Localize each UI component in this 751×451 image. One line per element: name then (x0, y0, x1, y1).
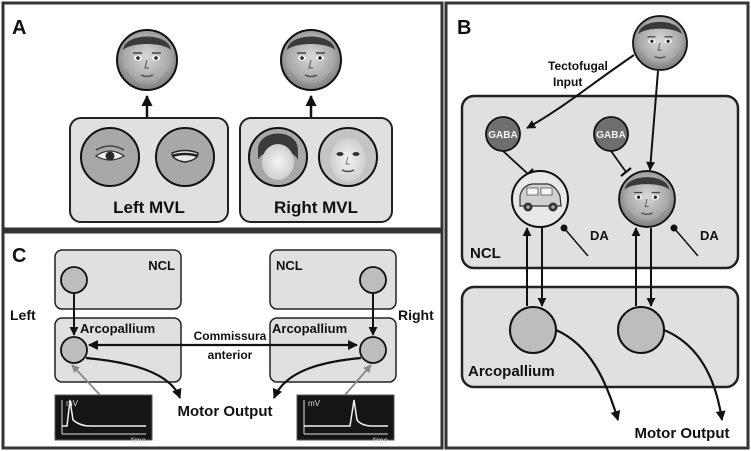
commissura-label-2: anterior (208, 348, 253, 362)
ncl-neuron-right (359, 266, 387, 294)
mouth-icon (155, 127, 215, 187)
panel-a-letter: A (12, 17, 26, 39)
left-hemisphere-label: Left (10, 307, 36, 323)
left-mvl-label: Left MVL (113, 198, 185, 217)
arcopallium-neuron-right (617, 306, 665, 354)
motor-arrow-right-b (663, 328, 726, 421)
da-dot-left (560, 224, 568, 232)
gaba-left-label: GABA (488, 130, 517, 141)
ncl-neuron-left (60, 266, 88, 294)
input-arrow-to-gaba (526, 54, 635, 129)
da-left-label: DA (590, 228, 609, 243)
ncl-left-label: NCL (148, 258, 175, 273)
gaba-right-label: GABA (596, 130, 625, 141)
child-face-icon (632, 15, 688, 71)
arcopallium-neuron-right (359, 336, 387, 364)
right-hemisphere-label: Right (398, 307, 434, 323)
right-mvl-label: Right MVL (274, 198, 358, 217)
car-icon (511, 170, 569, 228)
trace-left-mv: mV (66, 399, 79, 408)
ncl-right-label: NCL (276, 258, 303, 273)
arcopallium-label: Arcopallium (468, 363, 555, 380)
panel-a: A Left MVL (1, 1, 444, 231)
arcopallium-right-label: Arcopallium (272, 321, 347, 336)
motor-arrow-left (85, 356, 182, 399)
trace-left: mV time (54, 394, 153, 445)
panel-b: B NCL Arcopallium Tectofugal Input GABA … (444, 1, 750, 450)
panel-c-letter: C (12, 245, 26, 267)
trace-left-time: time (131, 436, 147, 445)
child-face-icon (116, 29, 178, 91)
da-dot-right (670, 224, 678, 232)
ncl-box-left (54, 249, 182, 310)
da-right-label: DA (700, 228, 719, 243)
trace-right-time: time (373, 436, 389, 445)
trace-right: mV time (296, 394, 395, 445)
arcopallium-left-label: Arcopallium (80, 321, 155, 336)
electrode-arrow-left (71, 364, 101, 396)
motor-output-label-c: Motor Output (178, 403, 273, 420)
panel-c: C NCL NCL Arcopallium Arcopallium Left R… (1, 230, 444, 450)
ncl-box-right (269, 249, 397, 310)
arcopallium-box-left (54, 317, 182, 383)
eye-icon (80, 127, 140, 187)
motor-output-label-b: Motor Output (635, 425, 730, 442)
arcopallium-neuron-left (509, 306, 557, 354)
inhibit-bar-right (620, 167, 632, 177)
da-line-left (563, 227, 589, 257)
electrode-arrow-right (344, 364, 372, 396)
face-features-icon (318, 127, 378, 187)
child-face-icon (280, 29, 342, 91)
child-face-icon (618, 170, 676, 228)
ncl-label: NCL (470, 245, 501, 262)
tectofugal-label-1: Tectofugal (548, 59, 608, 73)
arcopallium-neuron-left (60, 336, 88, 364)
tectofugal-label-2: Input (553, 75, 582, 89)
panel-b-letter: B (457, 17, 471, 39)
da-line-right (673, 227, 699, 257)
face-outline-icon (248, 127, 308, 187)
input-arrow-to-face-neuron (646, 70, 659, 171)
commissura-label-1: Commissura (194, 329, 267, 343)
motor-arrow-left-b (555, 328, 621, 421)
inhibit-line-left (502, 150, 529, 175)
motor-arrow-right (272, 356, 362, 399)
trace-right-mv: mV (308, 399, 321, 408)
inhibit-line-right (610, 150, 627, 173)
